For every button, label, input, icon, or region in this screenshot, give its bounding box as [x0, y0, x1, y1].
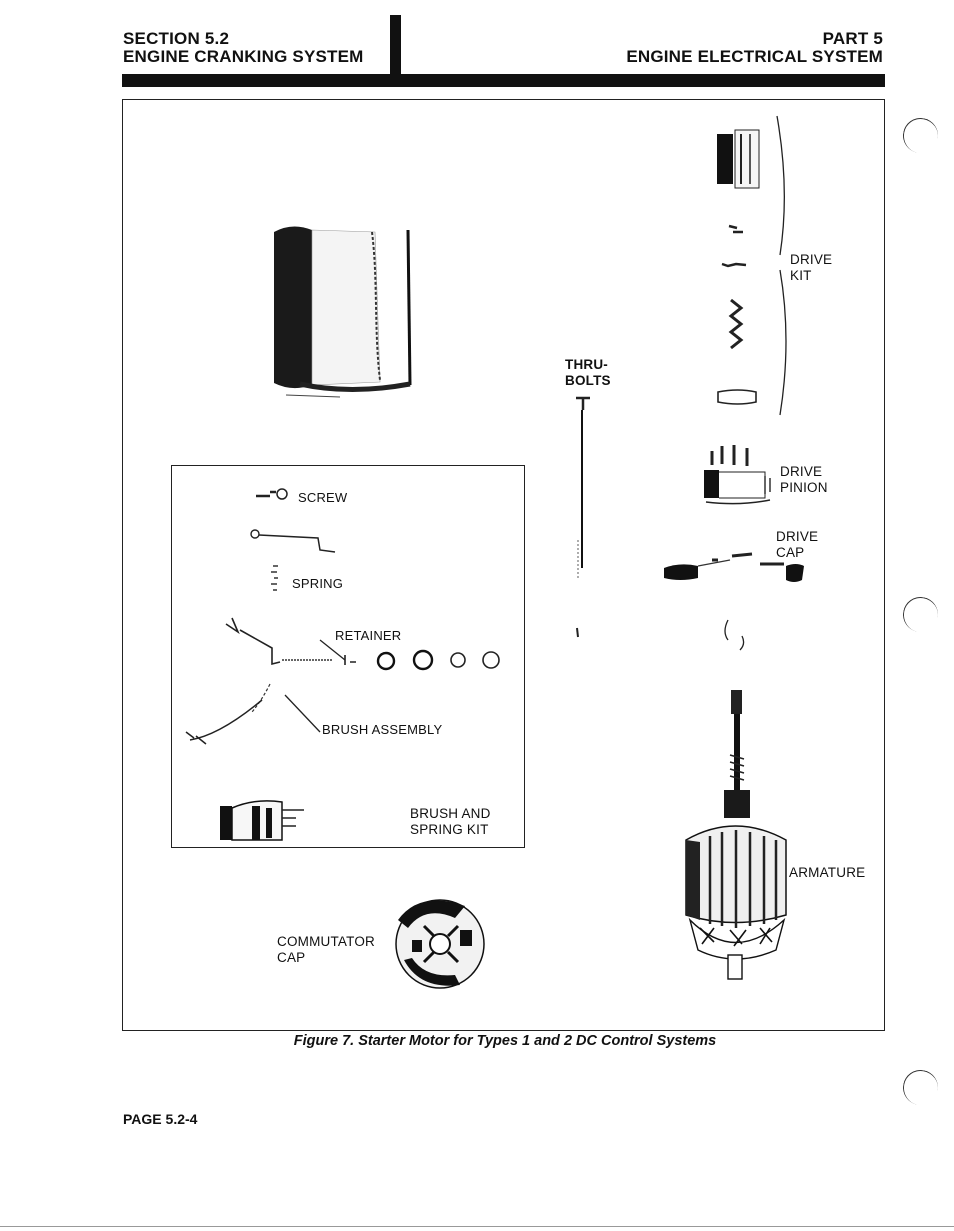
- drive-kit-label-line2: KIT: [790, 268, 812, 283]
- retainer-drawing: [225, 617, 500, 671]
- armature-drawing: [685, 690, 787, 980]
- screw-drawing: [256, 488, 288, 500]
- bottom-edge-rule: [0, 1226, 954, 1227]
- drive-kit-drawing: [717, 115, 787, 416]
- thru-bolts-label-line1: THRU-: [565, 357, 608, 372]
- commutator-cap-drawing: [395, 899, 485, 989]
- drive-kit-label-line1: DRIVE: [790, 252, 833, 267]
- drive-cap-drawing: [664, 552, 804, 651]
- brush-spring-kit-drawing: [220, 800, 304, 841]
- page-number: PAGE 5.2-4: [123, 1111, 198, 1127]
- section-title: ENGINE CRANKING SYSTEM: [123, 47, 364, 66]
- section-header: SECTION 5.2 ENGINE CRANKING SYSTEM: [123, 30, 364, 66]
- spring-drawing: [271, 565, 278, 591]
- drive-cap-label-line2: CAP: [776, 545, 805, 560]
- drive-pinion-label-line2: PINION: [780, 480, 828, 495]
- figure-caption: Figure 7. Starter Motor for Types 1 and …: [293, 1033, 717, 1049]
- screw-label: SCREW: [298, 490, 348, 505]
- drive-pinion-label: DRIVE PINION: [780, 464, 828, 496]
- brush-assembly-drawing: [185, 683, 321, 745]
- field-housing-drawing: [274, 226, 412, 398]
- thru-bolts-label: THRU- BOLTS: [565, 357, 611, 389]
- retainer-label: RETAINER: [335, 628, 402, 643]
- brush-spring-kit-label: BRUSH AND SPRING KIT: [410, 806, 491, 838]
- armature-label: ARMATURE: [789, 865, 866, 880]
- brush-parts-box: [171, 465, 525, 848]
- figure-frame: [122, 99, 885, 1031]
- drive-cap-label: DRIVE CAP: [776, 529, 818, 561]
- drive-cap-label-line1: DRIVE: [776, 529, 819, 544]
- drive-pinion-drawing: [704, 445, 771, 505]
- brush-spring-kit-label-line1: BRUSH AND: [410, 806, 491, 821]
- drive-pinion-label-line1: DRIVE: [780, 464, 823, 479]
- commutator-cap-label: COMMUTATOR CAP: [277, 934, 375, 966]
- part-title: ENGINE ELECTRICAL SYSTEM: [626, 47, 883, 66]
- spring-label: SPRING: [292, 576, 344, 591]
- commutator-cap-label-line1: COMMUTATOR: [277, 934, 375, 949]
- drive-kit-label: DRIVE KIT: [790, 252, 832, 284]
- thru-bolts-drawing: [576, 396, 590, 638]
- header-divider: [390, 15, 401, 77]
- brush-lead-drawing: [250, 529, 336, 553]
- brush-spring-kit-label-line2: SPRING KIT: [410, 822, 489, 837]
- brush-assembly-label: BRUSH ASSEMBLY: [322, 722, 443, 737]
- header-rule: [122, 74, 885, 87]
- section-number: SECTION 5.2: [123, 29, 230, 48]
- thru-bolts-label-line2: BOLTS: [565, 373, 611, 388]
- commutator-cap-label-line2: CAP: [277, 950, 306, 965]
- part-number: PART 5: [822, 29, 883, 48]
- part-header: PART 5 ENGINE ELECTRICAL SYSTEM: [626, 30, 883, 66]
